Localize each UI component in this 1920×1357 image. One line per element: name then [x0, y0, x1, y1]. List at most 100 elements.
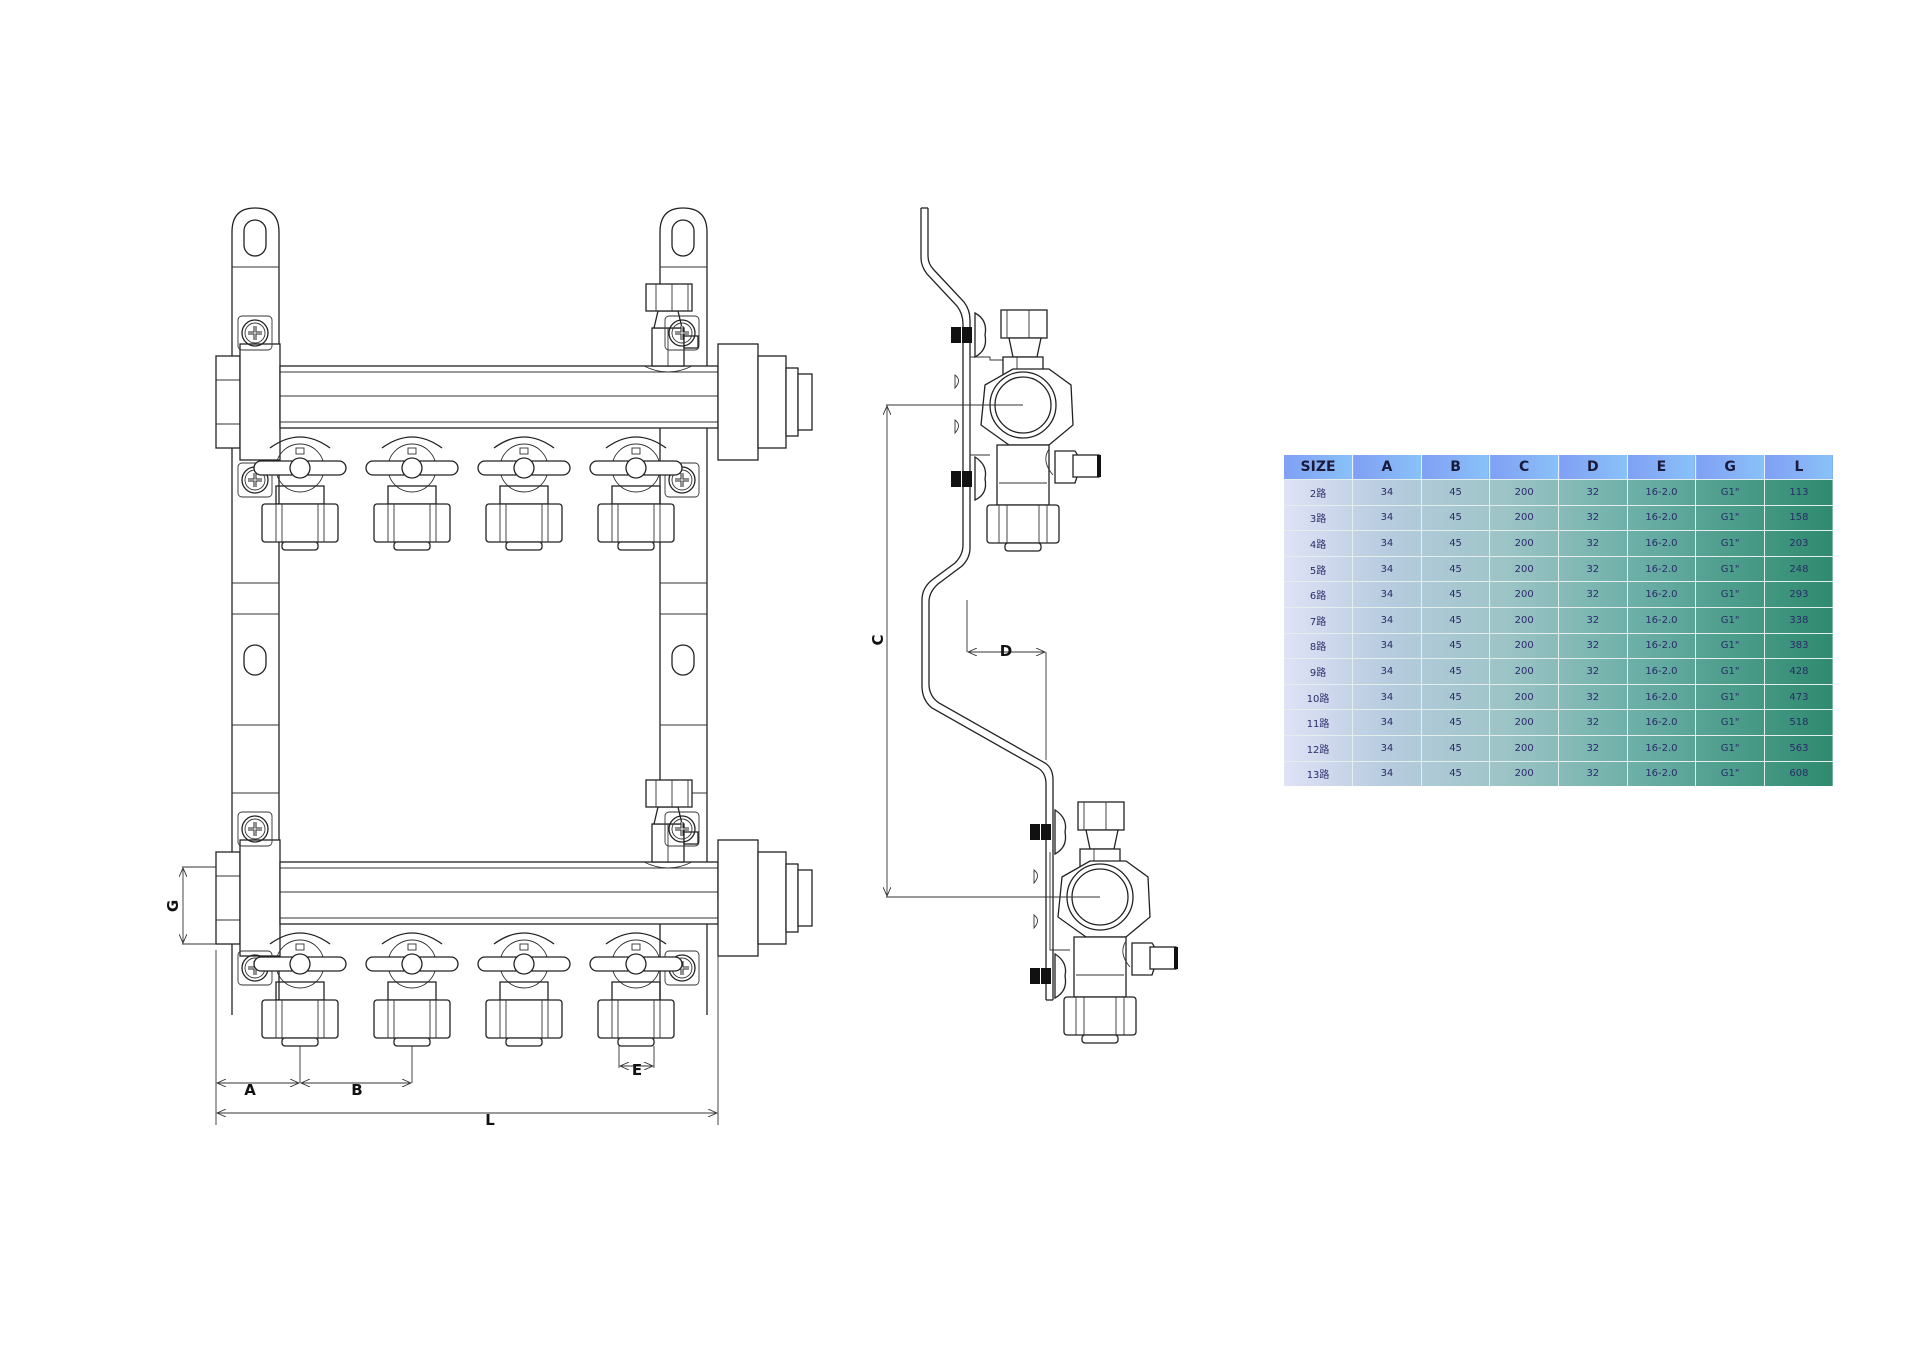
column-header-b: B — [1421, 455, 1491, 480]
cell-e: 16-2.0 — [1627, 581, 1697, 608]
cell-g: G1" — [1695, 581, 1765, 608]
cell-b: 45 — [1421, 709, 1491, 736]
cell-b: 45 — [1421, 479, 1491, 506]
cell-size: 9路 — [1284, 658, 1354, 685]
cell-size: 7路 — [1284, 606, 1354, 634]
cell-b: 45 — [1421, 504, 1491, 531]
dimension-label-c: C — [869, 634, 887, 645]
side-top-valve — [951, 309, 1102, 552]
outlet-valve — [589, 932, 683, 1047]
cell-a: 34 — [1352, 683, 1422, 710]
cell-size: 12路 — [1284, 734, 1354, 762]
cell-a: 34 — [1352, 734, 1422, 762]
bottom-manifold-bar — [215, 779, 813, 1047]
column-header-size: SIZE — [1284, 455, 1354, 480]
cell-size: 11路 — [1284, 709, 1354, 736]
cell-c: 200 — [1489, 479, 1559, 506]
dimension-label-l: L — [485, 1111, 495, 1129]
cell-g: G1" — [1695, 606, 1765, 634]
cell-b: 45 — [1421, 581, 1491, 608]
dimension-label-d: D — [1000, 642, 1012, 660]
cell-l: 383 — [1764, 632, 1833, 659]
cell-l: 248 — [1764, 555, 1833, 582]
cell-l: 158 — [1764, 504, 1833, 531]
cell-l: 338 — [1764, 606, 1833, 634]
cell-l: 608 — [1764, 760, 1833, 787]
cell-size: 5路 — [1284, 555, 1354, 582]
cell-b: 45 — [1421, 658, 1491, 685]
front-dimensions — [182, 866, 719, 1125]
cell-size: 3路 — [1284, 504, 1354, 531]
cell-d: 32 — [1558, 504, 1628, 531]
side-bottom-valve — [1030, 801, 1179, 1044]
cell-c: 200 — [1489, 632, 1559, 659]
table-header-row: SIZE A B C D E G L — [1284, 455, 1833, 480]
dimension-label-b: B — [351, 1081, 362, 1099]
cell-g: G1" — [1695, 479, 1765, 506]
cell-d: 32 — [1558, 760, 1628, 787]
cell-a: 34 — [1352, 555, 1422, 582]
cell-size: 8路 — [1284, 632, 1354, 659]
cell-l: 203 — [1764, 530, 1833, 557]
cell-d: 32 — [1558, 658, 1628, 685]
cell-a: 34 — [1352, 530, 1422, 557]
cell-size: 6路 — [1284, 581, 1354, 608]
column-header-c: C — [1489, 455, 1559, 480]
cell-c: 200 — [1489, 658, 1559, 685]
cell-g: G1" — [1695, 555, 1765, 582]
cell-c: 200 — [1489, 709, 1559, 736]
cell-d: 32 — [1558, 606, 1628, 634]
cell-e: 16-2.0 — [1627, 760, 1697, 787]
outlet-valve — [365, 932, 459, 1047]
cell-l: 518 — [1764, 709, 1833, 736]
cell-e: 16-2.0 — [1627, 734, 1697, 762]
cell-l: 293 — [1764, 581, 1833, 608]
outlet-valve — [477, 932, 571, 1047]
cell-b: 45 — [1421, 683, 1491, 710]
cell-a: 34 — [1352, 658, 1422, 685]
cell-a: 34 — [1352, 760, 1422, 787]
cell-l: 113 — [1764, 479, 1833, 506]
cell-size: 4路 — [1284, 530, 1354, 557]
dimension-label-a: A — [244, 1081, 256, 1099]
cell-g: G1" — [1695, 504, 1765, 531]
dimension-label-e: E — [632, 1061, 642, 1079]
cell-c: 200 — [1489, 530, 1559, 557]
cell-a: 34 — [1352, 479, 1422, 506]
column-header-e: E — [1627, 455, 1697, 480]
cell-c: 200 — [1489, 683, 1559, 710]
cell-g: G1" — [1695, 530, 1765, 557]
cell-d: 32 — [1558, 683, 1628, 710]
cell-b: 45 — [1421, 734, 1491, 762]
side-view: C D — [869, 207, 1179, 1044]
cell-e: 16-2.0 — [1627, 504, 1697, 531]
cell-a: 34 — [1352, 504, 1422, 531]
cell-size: 13路 — [1284, 760, 1354, 787]
cell-e: 16-2.0 — [1627, 683, 1697, 710]
top-manifold-bar — [215, 283, 813, 551]
dimension-label-g: G — [164, 900, 182, 912]
cell-c: 200 — [1489, 734, 1559, 762]
side-bracket — [920, 207, 1054, 1001]
cell-l: 473 — [1764, 683, 1833, 710]
cell-g: G1" — [1695, 709, 1765, 736]
cell-d: 32 — [1558, 709, 1628, 736]
cell-d: 32 — [1558, 530, 1628, 557]
cell-l: 563 — [1764, 734, 1833, 762]
cell-e: 16-2.0 — [1627, 658, 1697, 685]
cell-e: 16-2.0 — [1627, 479, 1697, 506]
cell-g: G1" — [1695, 683, 1765, 710]
cell-a: 34 — [1352, 606, 1422, 634]
cell-b: 45 — [1421, 530, 1491, 557]
cell-c: 200 — [1489, 555, 1559, 582]
cell-c: 200 — [1489, 581, 1559, 608]
